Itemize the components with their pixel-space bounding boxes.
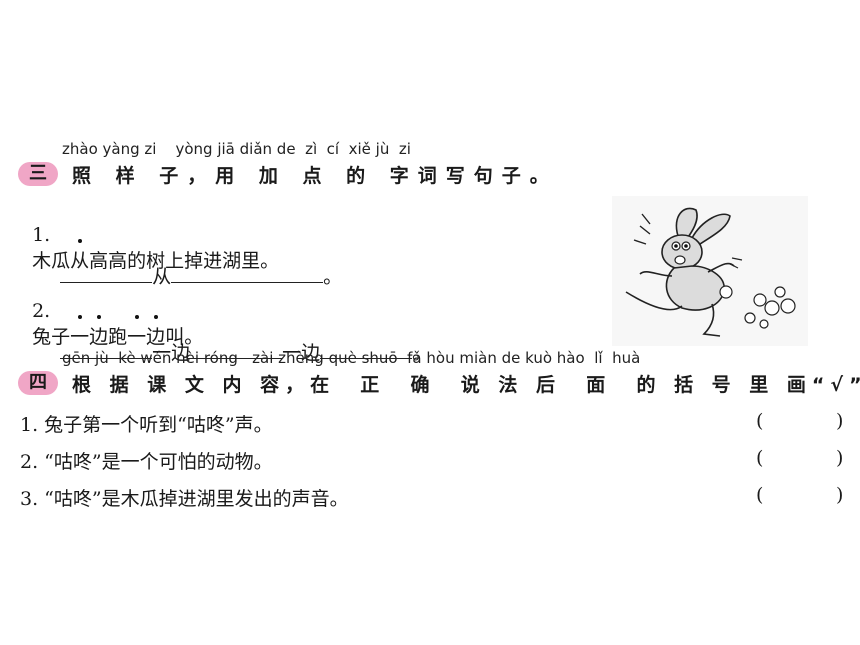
q2-dotted-yi-2: 一 [127,315,146,349]
item-2-text: 2. “咕咚”是一个可怕的动物。 [20,451,273,473]
q1-dotted-word: 从 [70,239,89,273]
q1-part-a: 木瓜 [32,250,71,272]
section3-pinyin: zhào yàng zi yòng jiā diǎn de zì cí xiě … [62,140,411,158]
q2-fill-word-1: 一边 [152,342,191,364]
q2-sentence: 2. 兔子一边跑一边叫。 [20,278,203,349]
q2-dotted-yi-1: 一 [70,315,89,349]
q2-blank-3[interactable] [320,338,413,359]
section4-heading: 四 根 据 课 文 内 容，在 正 确 说 法 后 面 的 括 号 里 画“√”… [18,369,860,397]
q2-part-b: 跑 [108,326,128,348]
q2-fill-word-2: 一边 [282,342,321,364]
item-2-paren-close[interactable]: ) [836,447,844,469]
q1-number: 1. [32,224,51,246]
item-3-text: 3. “咕咚”是木瓜掉进湖里发出的声音。 [20,488,349,510]
q2-part-c: 叫。 [165,326,204,348]
section3-title: 照 样 子，用 加 点 的 字词写句子。 [72,164,558,187]
q1-blank-1[interactable] [60,262,153,283]
q1-answer-line: 从。 [48,240,342,289]
q2-blank-1[interactable] [60,338,153,359]
q1-part-b: 高高的树上掉进湖里。 [89,250,280,272]
section3-heading: 三 照 样 子，用 加 点 的 字词写句子。 [18,160,558,188]
q1-blank-2[interactable] [171,262,324,283]
item-1-paren-open[interactable]: ( [756,410,764,432]
section4-title: 根 据 课 文 内 容，在 正 确 说 法 后 面 的 括 号 里 画“√”。 [72,373,860,396]
q1-sentence: 1. 木瓜从高高的树上掉进湖里。 [20,202,279,273]
q2-dotted-bian-1: 边 [89,315,108,349]
q2-number: 2. [32,300,51,322]
section4-badge: 四 [18,371,58,395]
item-2-paren-open[interactable]: ( [756,447,764,469]
item-3-paren-close[interactable]: ) [836,484,844,506]
q2-part-a: 兔子 [32,326,71,348]
item-1-text: 1. 兔子第一个听到“咕咚”声。 [20,414,273,436]
q1-end: 。 [323,266,343,288]
section4-pinyin: gēn jù kè wén nèi róng zài zhèng què shu… [62,349,641,367]
item-1-paren-close[interactable]: ) [836,410,844,432]
section3-badge: 三 [18,162,58,186]
q2-blank-2[interactable] [190,338,283,359]
q2-end: 。 [412,342,432,364]
q2-dotted-bian-2: 边 [146,315,165,349]
item-3-paren-open[interactable]: ( [756,484,764,506]
running-rabbit-illustration [612,196,808,346]
q1-fill-word: 从 [152,266,172,288]
q2-answer-line: 一边一边。 [48,316,431,365]
